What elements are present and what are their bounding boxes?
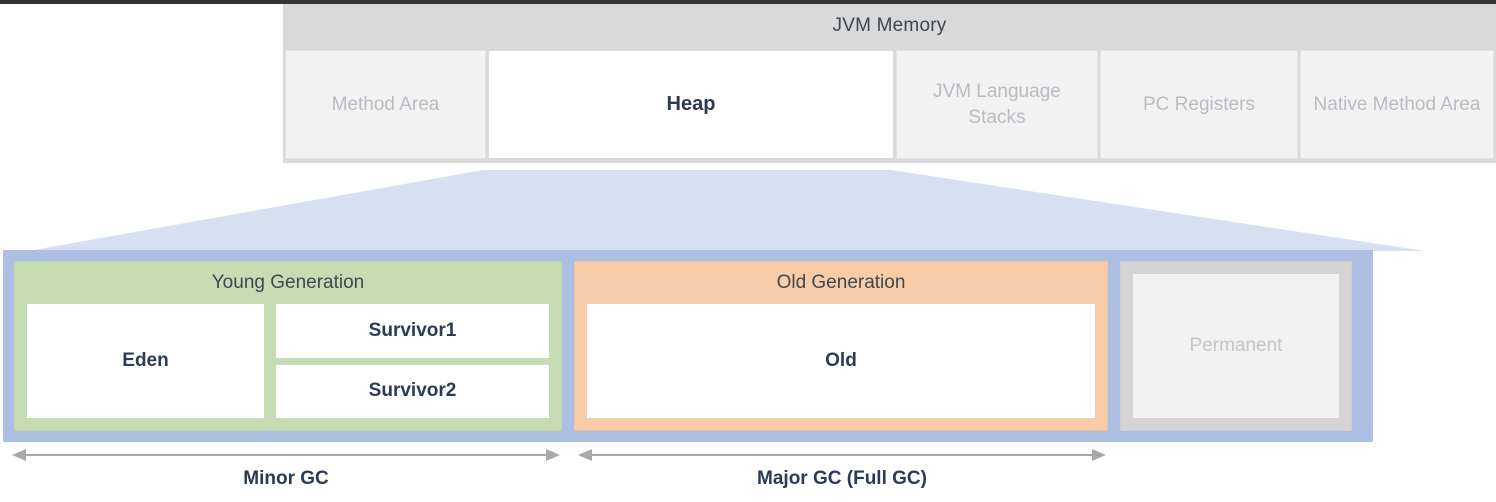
old-generation-body: Old xyxy=(575,304,1107,430)
survivor1-space-label: Survivor1 xyxy=(368,319,457,341)
top-edge-strip xyxy=(0,0,1496,4)
major-gc-label: Major GC (Full GC) xyxy=(757,468,927,489)
minor-gc-span: Minor GC xyxy=(12,448,560,490)
young-generation-box[interactable]: Young Generation Eden Survivor1 Survivor… xyxy=(14,261,562,431)
double-arrow-icon xyxy=(12,449,560,461)
permanent-generation-box[interactable]: Permanent xyxy=(1120,261,1352,431)
survivor2-space[interactable]: Survivor2 xyxy=(276,364,549,418)
survivor2-space-label: Survivor2 xyxy=(368,380,457,402)
major-gc-span: Major GC (Full GC) xyxy=(578,448,1106,490)
eden-space-label: Eden xyxy=(122,350,169,371)
jvm-region-pc-registers[interactable]: PC Registers xyxy=(1099,50,1298,159)
permanent-space-label: Permanent xyxy=(1189,335,1283,356)
heap-expansion-funnel xyxy=(28,170,1425,251)
minor-gc-label: Minor GC xyxy=(243,468,329,489)
jvm-region-native-method-area-label: Native Method Area xyxy=(1313,93,1481,115)
young-generation-body: Eden Survivor1 Survivor2 xyxy=(15,304,561,430)
jvm-region-heap-label: Heap xyxy=(666,93,716,115)
jvm-region-method-area[interactable]: Method Area xyxy=(285,50,487,159)
permanent-generation-body: Permanent xyxy=(1121,262,1351,430)
old-space-label: Old xyxy=(825,350,857,371)
jvm-region-heap[interactable]: Heap xyxy=(488,50,894,159)
young-generation-title: Young Generation xyxy=(211,272,365,293)
jvm-region-jvm-language-stacks[interactable]: JVM Language Stacks xyxy=(895,50,1098,159)
survivor-column: Survivor1 Survivor2 xyxy=(276,304,549,418)
old-generation-box[interactable]: Old Generation Old xyxy=(574,261,1108,431)
jvm-memory-panel: JVM Memory Method Area Heap JVM Language… xyxy=(283,4,1496,163)
jvm-memory-title: JVM Memory xyxy=(832,15,947,36)
jvm-region-method-area-label: Method Area xyxy=(331,93,440,115)
jvm-region-native-method-area[interactable]: Native Method Area xyxy=(1299,50,1495,159)
jvm-region-pc-registers-label: PC Registers xyxy=(1142,93,1255,115)
heap-detail-container: Young Generation Eden Survivor1 Survivor… xyxy=(3,250,1373,442)
survivor1-space[interactable]: Survivor1 xyxy=(276,304,549,358)
old-space[interactable]: Old xyxy=(587,304,1095,418)
permanent-space[interactable]: Permanent xyxy=(1133,274,1339,418)
old-generation-title: Old Generation xyxy=(776,272,906,293)
jvm-memory-regions-row: Method Area Heap JVM Language Stacks PC … xyxy=(283,48,1496,163)
double-arrow-icon xyxy=(578,449,1106,461)
eden-space[interactable]: Eden xyxy=(27,304,264,418)
jvm-region-jvm-language-stacks-label: JVM Language Stacks xyxy=(933,80,1061,128)
